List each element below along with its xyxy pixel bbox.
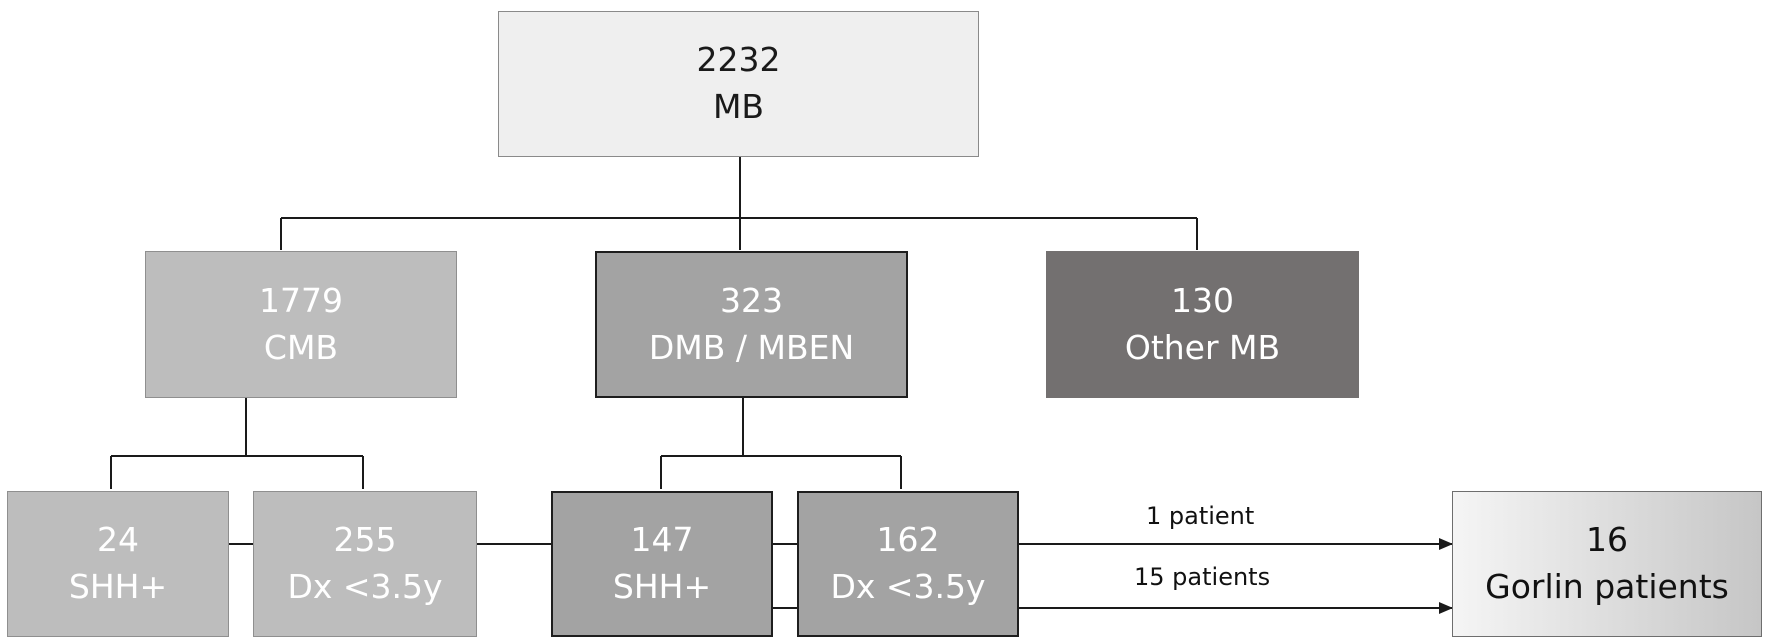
gorlin-count: 16 xyxy=(1586,520,1628,560)
arrow-label-15-patients: 15 patients xyxy=(1134,563,1271,591)
cmb-shh-count: 24 xyxy=(97,520,139,560)
cmb-box: 1779 CMB xyxy=(145,251,457,398)
gorlin-patients-box: 16 Gorlin patients xyxy=(1452,491,1762,637)
arrow-label-1-patient: 1 patient xyxy=(1146,502,1255,530)
other-count: 130 xyxy=(1171,280,1234,320)
dmb-shh-label: SHH+ xyxy=(612,567,712,606)
dmb-dx-box: 162 Dx <3.5y xyxy=(797,491,1019,637)
root-label: MB xyxy=(712,87,765,126)
cmb-shh-label: SHH+ xyxy=(68,567,168,606)
cmb-dx-box: 255 Dx <3.5y xyxy=(253,491,477,637)
dmb-dx-count: 162 xyxy=(876,520,940,560)
root-box-mb: 2232 MB xyxy=(498,11,979,157)
other-mb-box: 130 Other MB xyxy=(1046,251,1359,398)
cmb-dx-label: Dx <3.5y xyxy=(287,567,443,606)
dmb-dx-label: Dx <3.5y xyxy=(830,567,986,606)
other-label: Other MB xyxy=(1124,327,1281,367)
dmb-shh-box: 147 SHH+ xyxy=(551,491,773,637)
cmb-count: 1779 xyxy=(259,280,343,320)
dmb-count: 323 xyxy=(720,280,783,320)
root-count: 2232 xyxy=(696,40,781,80)
cmb-dx-count: 255 xyxy=(333,520,397,560)
dmb-mben-box: 323 DMB / MBEN xyxy=(595,251,908,398)
cmb-shh-box: 24 SHH+ xyxy=(7,491,229,637)
dmb-label: DMB / MBEN xyxy=(648,327,855,367)
gorlin-label: Gorlin patients xyxy=(1485,567,1729,606)
cmb-label: CMB xyxy=(263,327,339,367)
dmb-shh-count: 147 xyxy=(630,520,694,560)
